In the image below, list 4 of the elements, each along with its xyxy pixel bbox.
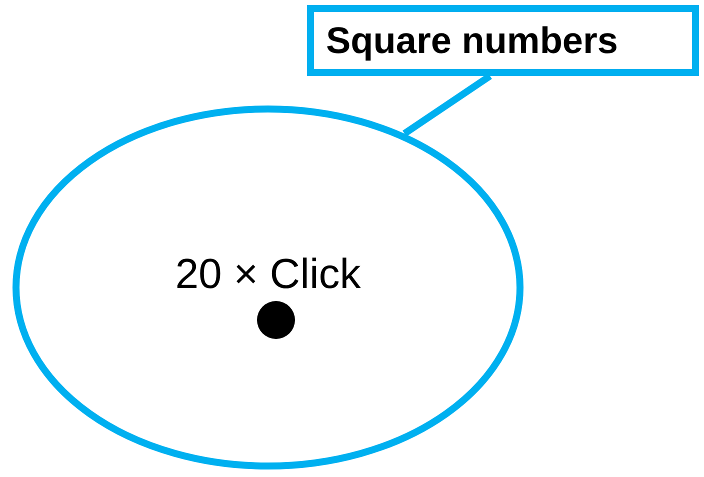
ellipse-shape (12, 105, 524, 470)
callout-box (307, 5, 699, 76)
callout-text: Square numbers (326, 20, 618, 62)
ellipse-label: 20 × Click (174, 250, 362, 298)
